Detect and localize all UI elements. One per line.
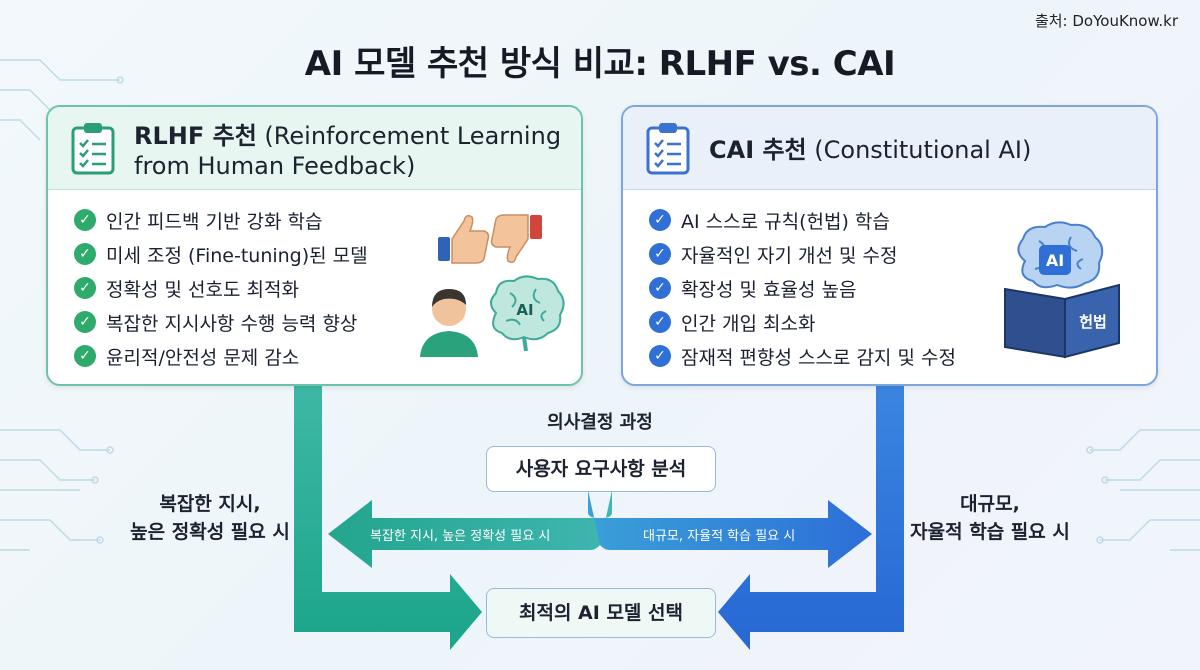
cai-name: CAI 추천	[709, 136, 807, 164]
cai-feature-list: ✓ AI 스스로 규칙(헌법) 학습 ✓ 자율적인 자기 개선 및 수정 ✓ 확장성 …	[649, 203, 956, 373]
list-item: ✓ 인간 개입 최소화	[649, 305, 956, 339]
rlhf-condition-line2: 높은 정확성 필요 시	[130, 521, 290, 543]
list-item-text: 인간 개입 최소화	[681, 312, 816, 335]
clipboard-checklist-icon	[646, 123, 690, 175]
list-item: ✓ 윤리적/안전성 문제 감소	[74, 339, 368, 373]
list-item: ✓ 복잡한 지시사항 수행 능력 향상	[74, 305, 368, 339]
check-icon: ✓	[74, 345, 96, 367]
person-icon	[420, 289, 478, 357]
circuit-decoration-right	[1086, 429, 1200, 551]
list-item-text: AI 스스로 규칙(헌법) 학습	[681, 210, 890, 233]
rlhf-condition-line1: 복잡한 지시,	[159, 493, 261, 515]
book-label: 헌법	[1079, 313, 1107, 331]
cai-card-title: CAI 추천 (Constitutional AI)	[709, 135, 1031, 165]
rlhf-card-header: RLHF 추천 (Reinforcement Learning from Hum…	[48, 107, 581, 190]
list-item: ✓ 잠재적 편향성 스스로 감지 및 수정	[649, 339, 956, 373]
list-item-text: 자율적인 자기 개선 및 수정	[681, 244, 898, 267]
cai-subtitle: (Constitutional AI)	[814, 136, 1032, 164]
source-credit: 출처: DoYouKnow.kr	[1034, 12, 1178, 30]
rlhf-feature-list: ✓ 인간 피드백 기반 강화 학습 ✓ 미세 조정 (Fine-tuning)된 모…	[74, 203, 368, 373]
rlhf-card-title: RLHF 추천 (Reinforcement Learning from Hum…	[134, 121, 561, 181]
list-item-text: 미세 조정 (Fine-tuning)된 모델	[106, 244, 368, 267]
list-item-text: 윤리적/안전성 문제 감소	[106, 346, 300, 369]
cai-flow-arrow	[718, 382, 904, 650]
page-title: AI 모델 추천 방식 비교: RLHF vs. CAI	[304, 44, 896, 84]
split-arrow-right	[588, 490, 872, 568]
check-icon: ✓	[74, 311, 96, 333]
requirement-analysis-box: 사용자 요구사항 분석	[486, 446, 716, 492]
cai-condition-line1: 대규모,	[960, 493, 1020, 515]
left-branch-arrow-label: 복잡한 지시, 높은 정확성 필요 시	[370, 529, 551, 544]
rlhf-subtitle-line2: from Human Feedback)	[134, 152, 416, 180]
check-icon: ✓	[74, 243, 96, 265]
check-icon: ✓	[649, 311, 671, 333]
cai-condition-label: 대규모, 자율적 학습 필요 시	[890, 490, 1090, 546]
list-item: ✓ 확장성 및 효율성 높음	[649, 271, 956, 305]
list-item: ✓ 인간 피드백 기반 강화 학습	[74, 203, 368, 237]
brain-ai-label: AI	[516, 301, 533, 319]
cai-condition-line2: 자율적 학습 필요 시	[910, 521, 1070, 543]
rlhf-name: RLHF 추천	[134, 122, 257, 150]
list-item: ✓ 자율적인 자기 개선 및 수정	[649, 237, 956, 271]
rlhf-flow-arrow	[294, 382, 482, 650]
check-icon: ✓	[74, 209, 96, 231]
clipboard-checklist-icon	[71, 123, 115, 175]
list-item: ✓ 미세 조정 (Fine-tuning)된 모델	[74, 237, 368, 271]
list-item: ✓ 정확성 및 선호도 최적화	[74, 271, 368, 305]
cai-card: CAI 추천 (Constitutional AI) ✓ AI 스스로 규칙(헌법…	[621, 105, 1158, 386]
list-item-text: 인간 피드백 기반 강화 학습	[106, 210, 323, 233]
check-icon: ✓	[649, 277, 671, 299]
brain-constitution-book-icon: AI 헌법	[1004, 221, 1120, 359]
process-title: 의사결정 과정	[547, 412, 653, 433]
cai-card-header: CAI 추천 (Constitutional AI)	[623, 107, 1156, 190]
check-icon: ✓	[649, 243, 671, 265]
thumbs-feedback-icon	[438, 214, 542, 264]
optimal-model-selection-box: 최적의 AI 모델 선택	[486, 588, 716, 638]
circuit-decoration-left	[0, 59, 124, 551]
check-icon: ✓	[649, 345, 671, 367]
check-icon: ✓	[649, 209, 671, 231]
rlhf-subtitle: (Reinforcement Learning	[264, 122, 562, 150]
rlhf-card: RLHF 추천 (Reinforcement Learning from Hum…	[46, 105, 583, 386]
list-item-text: 잠재적 편향성 스스로 감지 및 수정	[681, 346, 956, 369]
check-icon: ✓	[74, 277, 96, 299]
list-item-text: 복잡한 지시사항 수행 능력 향상	[106, 312, 358, 335]
list-item-text: 정확성 및 선호도 최적화	[106, 278, 299, 301]
rlhf-condition-label: 복잡한 지시, 높은 정확성 필요 시	[110, 490, 310, 546]
right-branch-arrow-label: 대규모, 자율적 학습 필요 시	[643, 529, 796, 544]
brain-ai-label: AI	[1046, 251, 1064, 270]
list-item: ✓ AI 스스로 규칙(헌법) 학습	[649, 203, 956, 237]
list-item-text: 확장성 및 효율성 높음	[681, 278, 857, 301]
split-arrow-left	[328, 490, 612, 568]
brain-ai-icon: AI	[490, 275, 565, 352]
